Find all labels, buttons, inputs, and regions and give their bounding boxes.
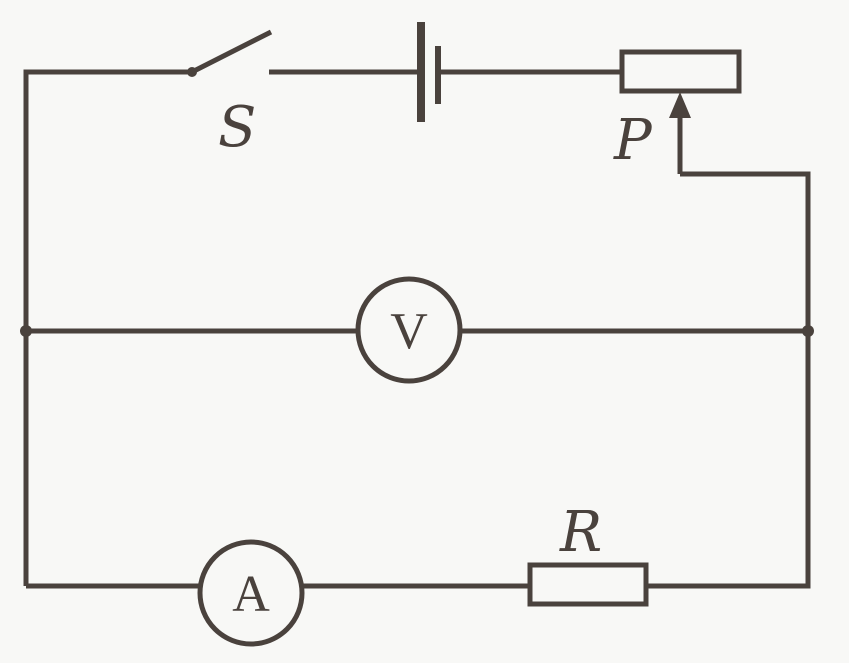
rheostat: P [613, 49, 742, 174]
resistor: R [527, 500, 649, 607]
ammeter-circle [197, 539, 305, 647]
left-junction-dot [20, 325, 32, 337]
ammeter: A [197, 539, 305, 647]
voltmeter-circle [355, 276, 463, 384]
right-junction-dot [802, 325, 814, 337]
resistor-label: R [559, 500, 602, 565]
voltmeter-label: V [390, 303, 428, 360]
resistor-body [527, 562, 649, 607]
rheostat-body [619, 49, 742, 94]
rheostat-slider-arrow [669, 92, 691, 118]
battery [417, 22, 441, 122]
outer-wires [23, 69, 811, 589]
rheostat-slider-label: P [613, 108, 653, 173]
switch-blade [190, 29, 273, 75]
switch: S [187, 29, 273, 160]
ammeter-label: A [232, 566, 270, 623]
left-top-wire [23, 69, 192, 586]
right-wire [646, 171, 811, 589]
switch-label: S [218, 95, 256, 160]
voltmeter-branch: V [20, 276, 814, 384]
